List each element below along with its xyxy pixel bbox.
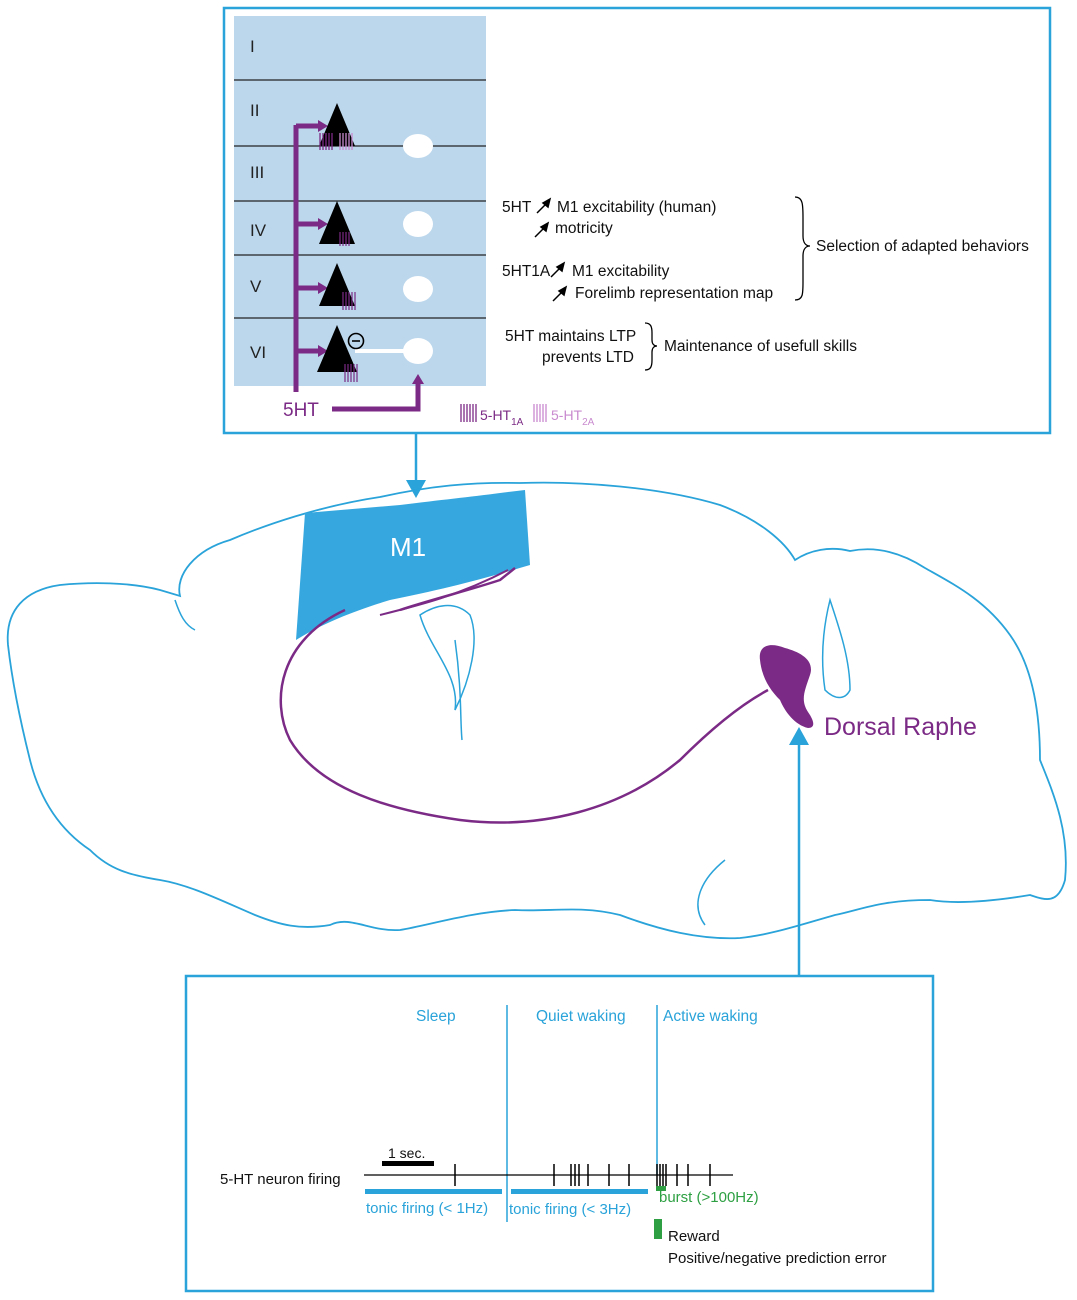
interneurons xyxy=(403,134,433,364)
brace-1 xyxy=(794,196,811,301)
effect-line-2: motricity xyxy=(555,220,613,237)
trace-label: 5-HT neuron firing xyxy=(220,1171,341,1188)
spike-train xyxy=(454,1164,711,1186)
tonic-bar-sleep xyxy=(365,1189,502,1194)
effect-line-1: M1 excitability (human) xyxy=(557,199,716,216)
firing-panel-frame xyxy=(184,974,935,1293)
tonic-label-quiet: tonic firing (< 3Hz) xyxy=(509,1201,631,1218)
layer-boundaries xyxy=(234,79,486,319)
layer-label-I: I xyxy=(250,37,255,56)
effect-line-3: M1 excitability xyxy=(572,263,670,280)
layer-label-III: III xyxy=(250,163,264,182)
state-active-waking: Active waking xyxy=(663,1008,758,1025)
layer-label-V: V xyxy=(250,277,262,296)
projection-arrowheads xyxy=(318,120,424,384)
effect-ltp: 5HT maintains LTP xyxy=(505,328,636,345)
receptor-clusters xyxy=(319,133,358,382)
hippocampus-outline xyxy=(419,604,475,711)
time-scale-bar xyxy=(382,1161,434,1166)
layer-label-VI: VI xyxy=(250,343,266,362)
reward-label: Reward xyxy=(668,1228,720,1245)
legend-5ht2a: 5-HT xyxy=(551,407,583,423)
cerebellum-fold xyxy=(821,597,851,699)
serotonin-label: 5HT xyxy=(283,400,319,421)
burst-label: burst (>100Hz) xyxy=(659,1189,759,1206)
state-quiet-waking: Quiet waking xyxy=(536,1008,626,1025)
dorsal-raphe-nucleus xyxy=(759,645,814,728)
effect-line-3-prefix: 5HT1A xyxy=(502,263,551,280)
tonic-bar-quiet xyxy=(511,1189,648,1194)
m1-region xyxy=(296,490,530,640)
brain-outline xyxy=(6,481,1067,940)
effect-line-4: Forelimb representation map xyxy=(575,285,773,302)
outcome-useful-skills: Maintenance of usefull skills xyxy=(664,338,857,355)
effect-line-1-prefix: 5HT xyxy=(502,199,532,216)
increase-arrow-icons xyxy=(534,197,568,302)
cortex-panel-frame xyxy=(222,6,1052,435)
layer-label-II: II xyxy=(250,101,259,120)
raphe-projection-pathway xyxy=(279,608,769,824)
m1-label: M1 xyxy=(390,532,426,562)
effect-ltd: prevents LTD xyxy=(542,349,634,366)
prediction-error-label: Positive/negative prediction error xyxy=(668,1250,886,1267)
svg-text:5-HT1A: 5-HT1A xyxy=(480,407,524,428)
serotonin-projection xyxy=(293,123,421,412)
inhibition-icon xyxy=(347,332,365,350)
state-sleep: Sleep xyxy=(416,1008,456,1025)
burst-bar xyxy=(656,1186,666,1191)
brace-2 xyxy=(644,322,658,371)
reward-marker xyxy=(654,1219,662,1239)
layer-label-IV: IV xyxy=(250,221,267,240)
tonic-label-sleep: tonic firing (< 1Hz) xyxy=(366,1200,488,1217)
time-scale-label: 1 sec. xyxy=(388,1145,425,1161)
svg-text:5-HT2A: 5-HT2A xyxy=(551,407,595,428)
outcome-adapted-behaviors: Selection of adapted behaviors xyxy=(816,238,1029,255)
dorsal-raphe-label: Dorsal Raphe xyxy=(824,713,977,741)
receptor-legend: 5-HT1A 5-HT2A xyxy=(460,404,595,428)
legend-5ht1a: 5-HT xyxy=(480,407,512,423)
